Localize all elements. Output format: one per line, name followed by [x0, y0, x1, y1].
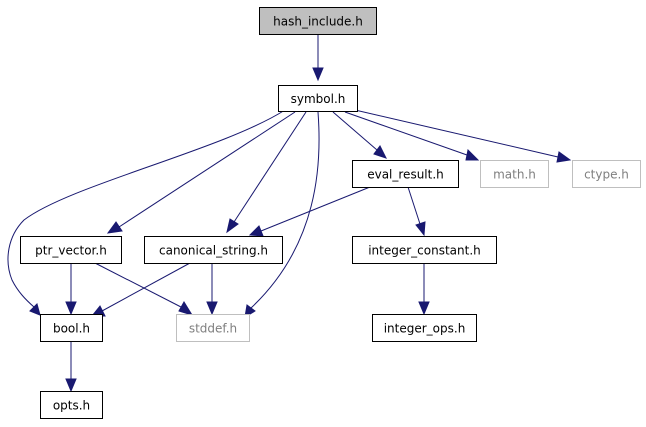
arrowhead [465, 148, 480, 161]
edge-canonical_string-to-stddef [206, 263, 218, 316]
arrowhead [415, 221, 426, 237]
edge-hash_include-to-symbol [312, 35, 324, 82]
node-bool[interactable]: bool.h [40, 314, 103, 342]
edge-symbol-to-ctype [354, 109, 572, 163]
node-box [352, 236, 497, 264]
node-opts[interactable]: opts.h [40, 391, 103, 419]
node-integer-constant[interactable]: integer_constant.h [352, 236, 497, 264]
edge-eval_result-to-integer_constant [407, 186, 426, 237]
node-label: symbol.h [291, 92, 346, 106]
node-eval-result[interactable]: eval_result.h [352, 160, 459, 188]
arrowhead [29, 303, 41, 316]
arrowhead [226, 218, 239, 234]
node-label: math.h [493, 168, 536, 182]
edge-line [260, 186, 371, 232]
edge-line [344, 111, 468, 156]
arrowhead [312, 67, 324, 82]
node-label: ctype.h [584, 168, 629, 182]
node-box [40, 391, 103, 419]
node-hash-include: hash_include.h [259, 7, 377, 35]
arrowhead [206, 301, 218, 316]
node-label: bool.h [53, 322, 90, 336]
edge-symbol-to-canonical_string [226, 111, 307, 234]
edge-symbol-to-stddef [244, 111, 320, 318]
node-box [20, 236, 122, 264]
node-box [572, 160, 641, 188]
node-integer-ops[interactable]: integer_ops.h [372, 314, 477, 342]
edge-symbol-to-math [344, 111, 480, 161]
edge-canonical_string-to-bool [90, 262, 191, 317]
node-ptr-vector[interactable]: ptr_vector.h [20, 236, 122, 264]
node-label: ptr_vector.h [35, 244, 107, 258]
node-label: integer_constant.h [368, 244, 481, 258]
edge-ptr_vector-to-bool [65, 263, 77, 316]
edge-line [7, 109, 286, 308]
edge-ptr_vector-to-stddef [94, 262, 194, 316]
node-math: math.h [480, 160, 549, 188]
arrowhead [178, 301, 194, 316]
nodes-layer: hash_include.h symbol.h eval_result.h math.… [20, 7, 641, 419]
edge-eval_result-to-canonical_string [248, 186, 371, 237]
arrowhead [248, 225, 264, 237]
arrowhead [106, 221, 123, 234]
node-box [480, 160, 549, 188]
node-label: hash_include.h [273, 15, 363, 29]
edge-bool-to-opts [65, 341, 77, 393]
edge-line [101, 262, 191, 312]
edge-line [94, 262, 182, 308]
node-box [259, 7, 377, 35]
arrowhead [65, 378, 77, 393]
node-label: opts.h [53, 399, 90, 413]
edge-integer_constant-to-integer_ops [418, 263, 430, 316]
edge-line [250, 111, 320, 309]
edge-line [407, 186, 421, 225]
node-label: canonical_string.h [159, 244, 268, 258]
edge-line [332, 111, 378, 151]
edge-symbol-to-bool [7, 109, 286, 316]
node-label: eval_result.h [367, 168, 444, 182]
node-box [144, 236, 283, 264]
edge-symbol-to-eval_result [332, 111, 387, 159]
node-label: integer_ops.h [384, 322, 466, 336]
arrowhead [418, 301, 430, 316]
edge-symbol-to-ptr_vector [106, 111, 296, 234]
node-box [372, 314, 477, 342]
arrowhead [65, 301, 77, 316]
edge-line [118, 111, 296, 228]
node-canonical-string[interactable]: canonical_string.h [144, 236, 283, 264]
edge-line [233, 111, 307, 223]
edge-line [354, 109, 559, 158]
node-box [278, 85, 358, 112]
node-box [40, 314, 103, 342]
node-box [176, 314, 250, 342]
node-stddef: stddef.h [176, 314, 250, 342]
node-symbol[interactable]: symbol.h [278, 85, 358, 112]
node-box [352, 160, 459, 188]
arrowhead [556, 151, 572, 163]
node-label: stddef.h [189, 322, 237, 336]
arrowhead [373, 145, 387, 159]
node-ctype: ctype.h [572, 160, 641, 188]
